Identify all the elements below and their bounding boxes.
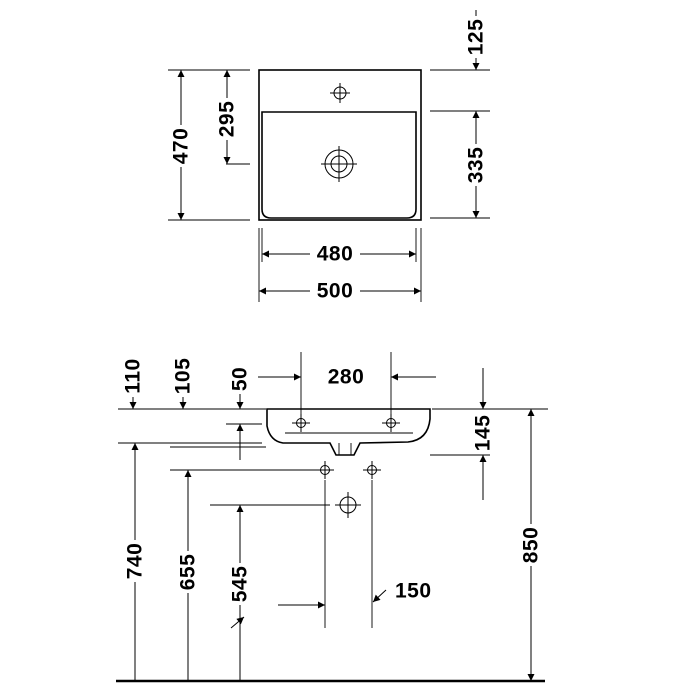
- tap-hole-left-side: [292, 414, 310, 432]
- dim-125: 125: [465, 19, 488, 56]
- dim-110: 110: [122, 358, 145, 393]
- basin-outline-side: [266, 408, 431, 456]
- dim-280: 280: [328, 366, 365, 389]
- side-view: 110 105 50 280 145 740 655 545: [116, 352, 548, 683]
- dim-655: 655: [177, 554, 200, 591]
- dim-480: 480: [317, 243, 354, 266]
- dim-740: 740: [124, 543, 147, 580]
- tap-hole-top: [330, 83, 350, 103]
- dim-105: 105: [172, 358, 195, 395]
- top-view: 470 295 125 335 480 500: [168, 10, 490, 303]
- dim-850: 850: [520, 527, 543, 564]
- dim-470: 470: [170, 128, 193, 165]
- dim-500: 500: [317, 280, 354, 303]
- supply-right: [363, 461, 381, 479]
- dim-545: 545: [229, 566, 252, 603]
- drain-top: [321, 146, 357, 182]
- dim-295: 295: [216, 101, 239, 138]
- dim-145: 145: [472, 415, 495, 452]
- dim-335: 335: [465, 147, 488, 184]
- dim-150: 150: [395, 580, 432, 603]
- waste-outlet: [335, 492, 361, 518]
- tap-hole-right-side: [382, 414, 400, 432]
- dim-50: 50: [229, 367, 252, 391]
